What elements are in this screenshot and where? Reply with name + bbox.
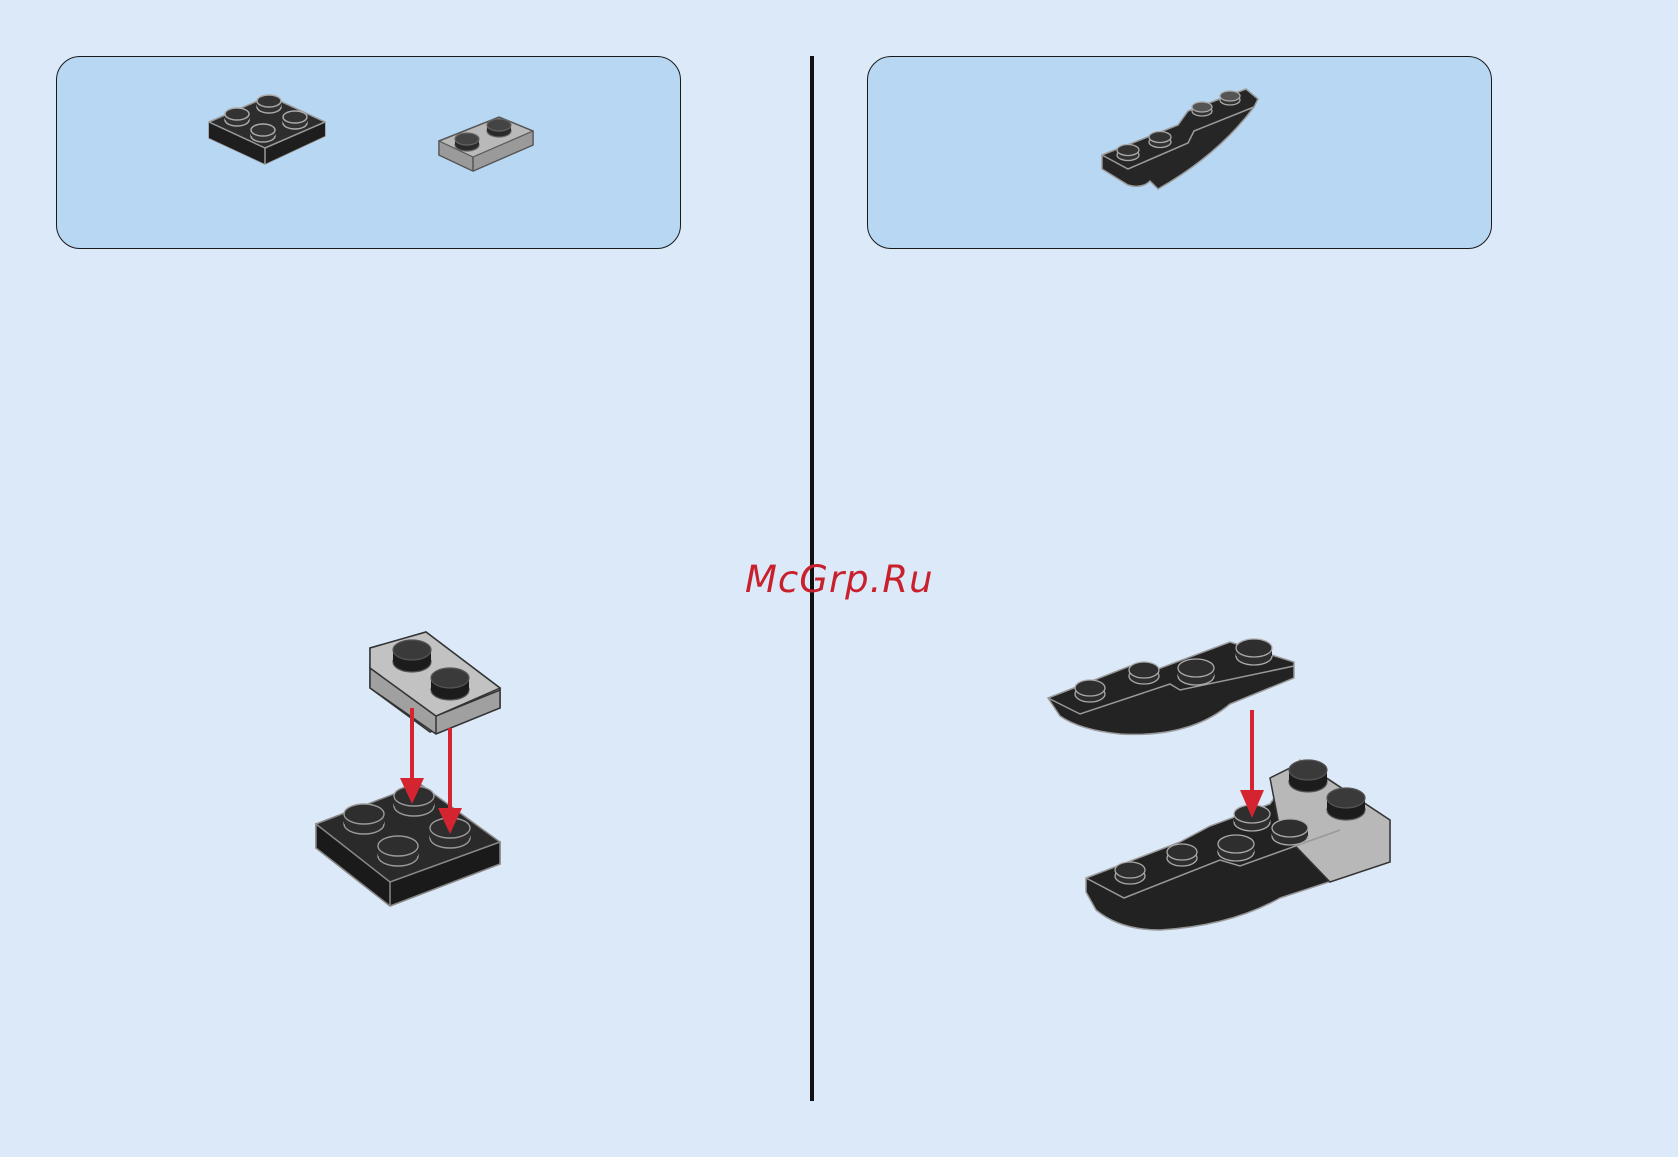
assembly-step-1	[310, 628, 510, 908]
plate-1x2-light-gray	[370, 632, 500, 734]
insertion-arrow	[1240, 710, 1264, 818]
assembly-step-2	[1040, 630, 1400, 940]
plate-1x2-light-gray-icon	[437, 115, 537, 185]
plate-2x2-dark-gray	[316, 784, 500, 906]
parts-callout-step-1	[56, 56, 681, 249]
plate-2x2-dark-gray-icon	[207, 92, 327, 182]
curved-slope-piece	[1048, 639, 1294, 734]
curved-slope-inverted-dark-gray-icon	[1098, 85, 1268, 195]
watermark-text: McGrp.Ru	[745, 558, 934, 601]
parts-callout-step-2	[867, 56, 1492, 249]
previous-assembly	[1086, 760, 1390, 930]
